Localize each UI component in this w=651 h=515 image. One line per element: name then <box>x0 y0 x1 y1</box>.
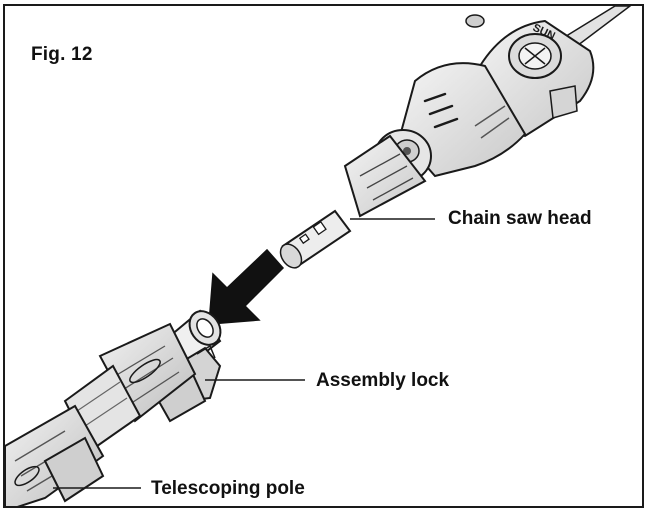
callout-assembly-lock: Assembly lock <box>316 370 450 391</box>
figure-label: Fig. 12 <box>31 44 93 65</box>
chain-saw-head: SUN <box>279 6 632 269</box>
callout-telescoping-pole: Telescoping pole <box>151 478 305 499</box>
leader-lines <box>53 218 435 489</box>
telescoping-pole <box>5 309 222 506</box>
figure-frame: SUN <box>3 4 644 508</box>
callout-chain-saw-head: Chain saw head <box>448 208 592 229</box>
direction-arrow <box>208 248 285 325</box>
assembly-illustration: SUN <box>5 6 632 506</box>
